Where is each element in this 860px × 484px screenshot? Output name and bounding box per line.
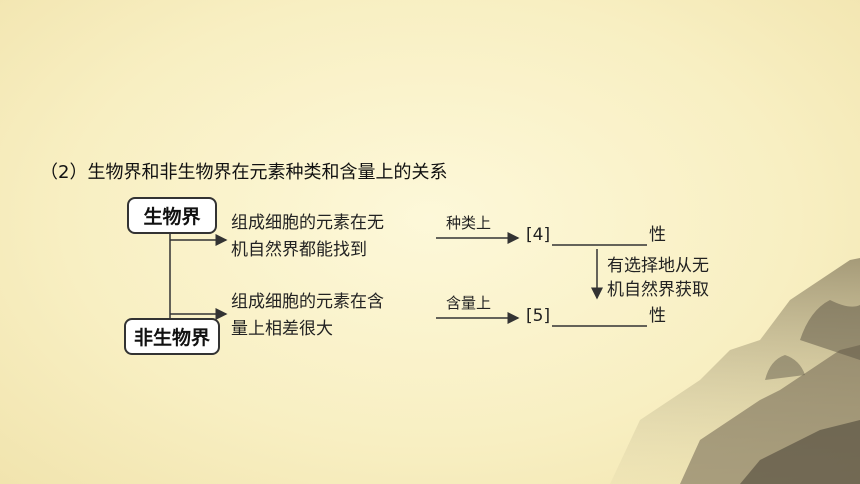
arrow-label-species: 种类上 bbox=[446, 214, 492, 232]
upper-text-line2: 机自然界都能找到 bbox=[231, 240, 367, 260]
blank-index-4: [4] bbox=[526, 225, 551, 245]
box-living-world: 生物界 bbox=[127, 197, 217, 234]
side-text-line2: 机自然界获取 bbox=[607, 280, 709, 300]
upper-text-line1: 组成细胞的元素在无 bbox=[231, 213, 384, 233]
blank-index-5: [5] bbox=[526, 306, 551, 326]
lower-text-line2: 量上相差很大 bbox=[231, 319, 333, 339]
blank-suffix-4: 性 bbox=[649, 225, 666, 245]
lower-text-line1: 组成细胞的元素在含 bbox=[231, 292, 384, 312]
blank-suffix-5: 性 bbox=[649, 306, 666, 326]
box-nonliving-world: 非生物界 bbox=[124, 318, 220, 355]
arrow-label-content: 含量上 bbox=[446, 294, 492, 312]
slide-title: （2）生物界和非生物界在元素种类和含量上的关系 bbox=[40, 162, 448, 183]
side-text-line1: 有选择地从无 bbox=[607, 256, 709, 276]
